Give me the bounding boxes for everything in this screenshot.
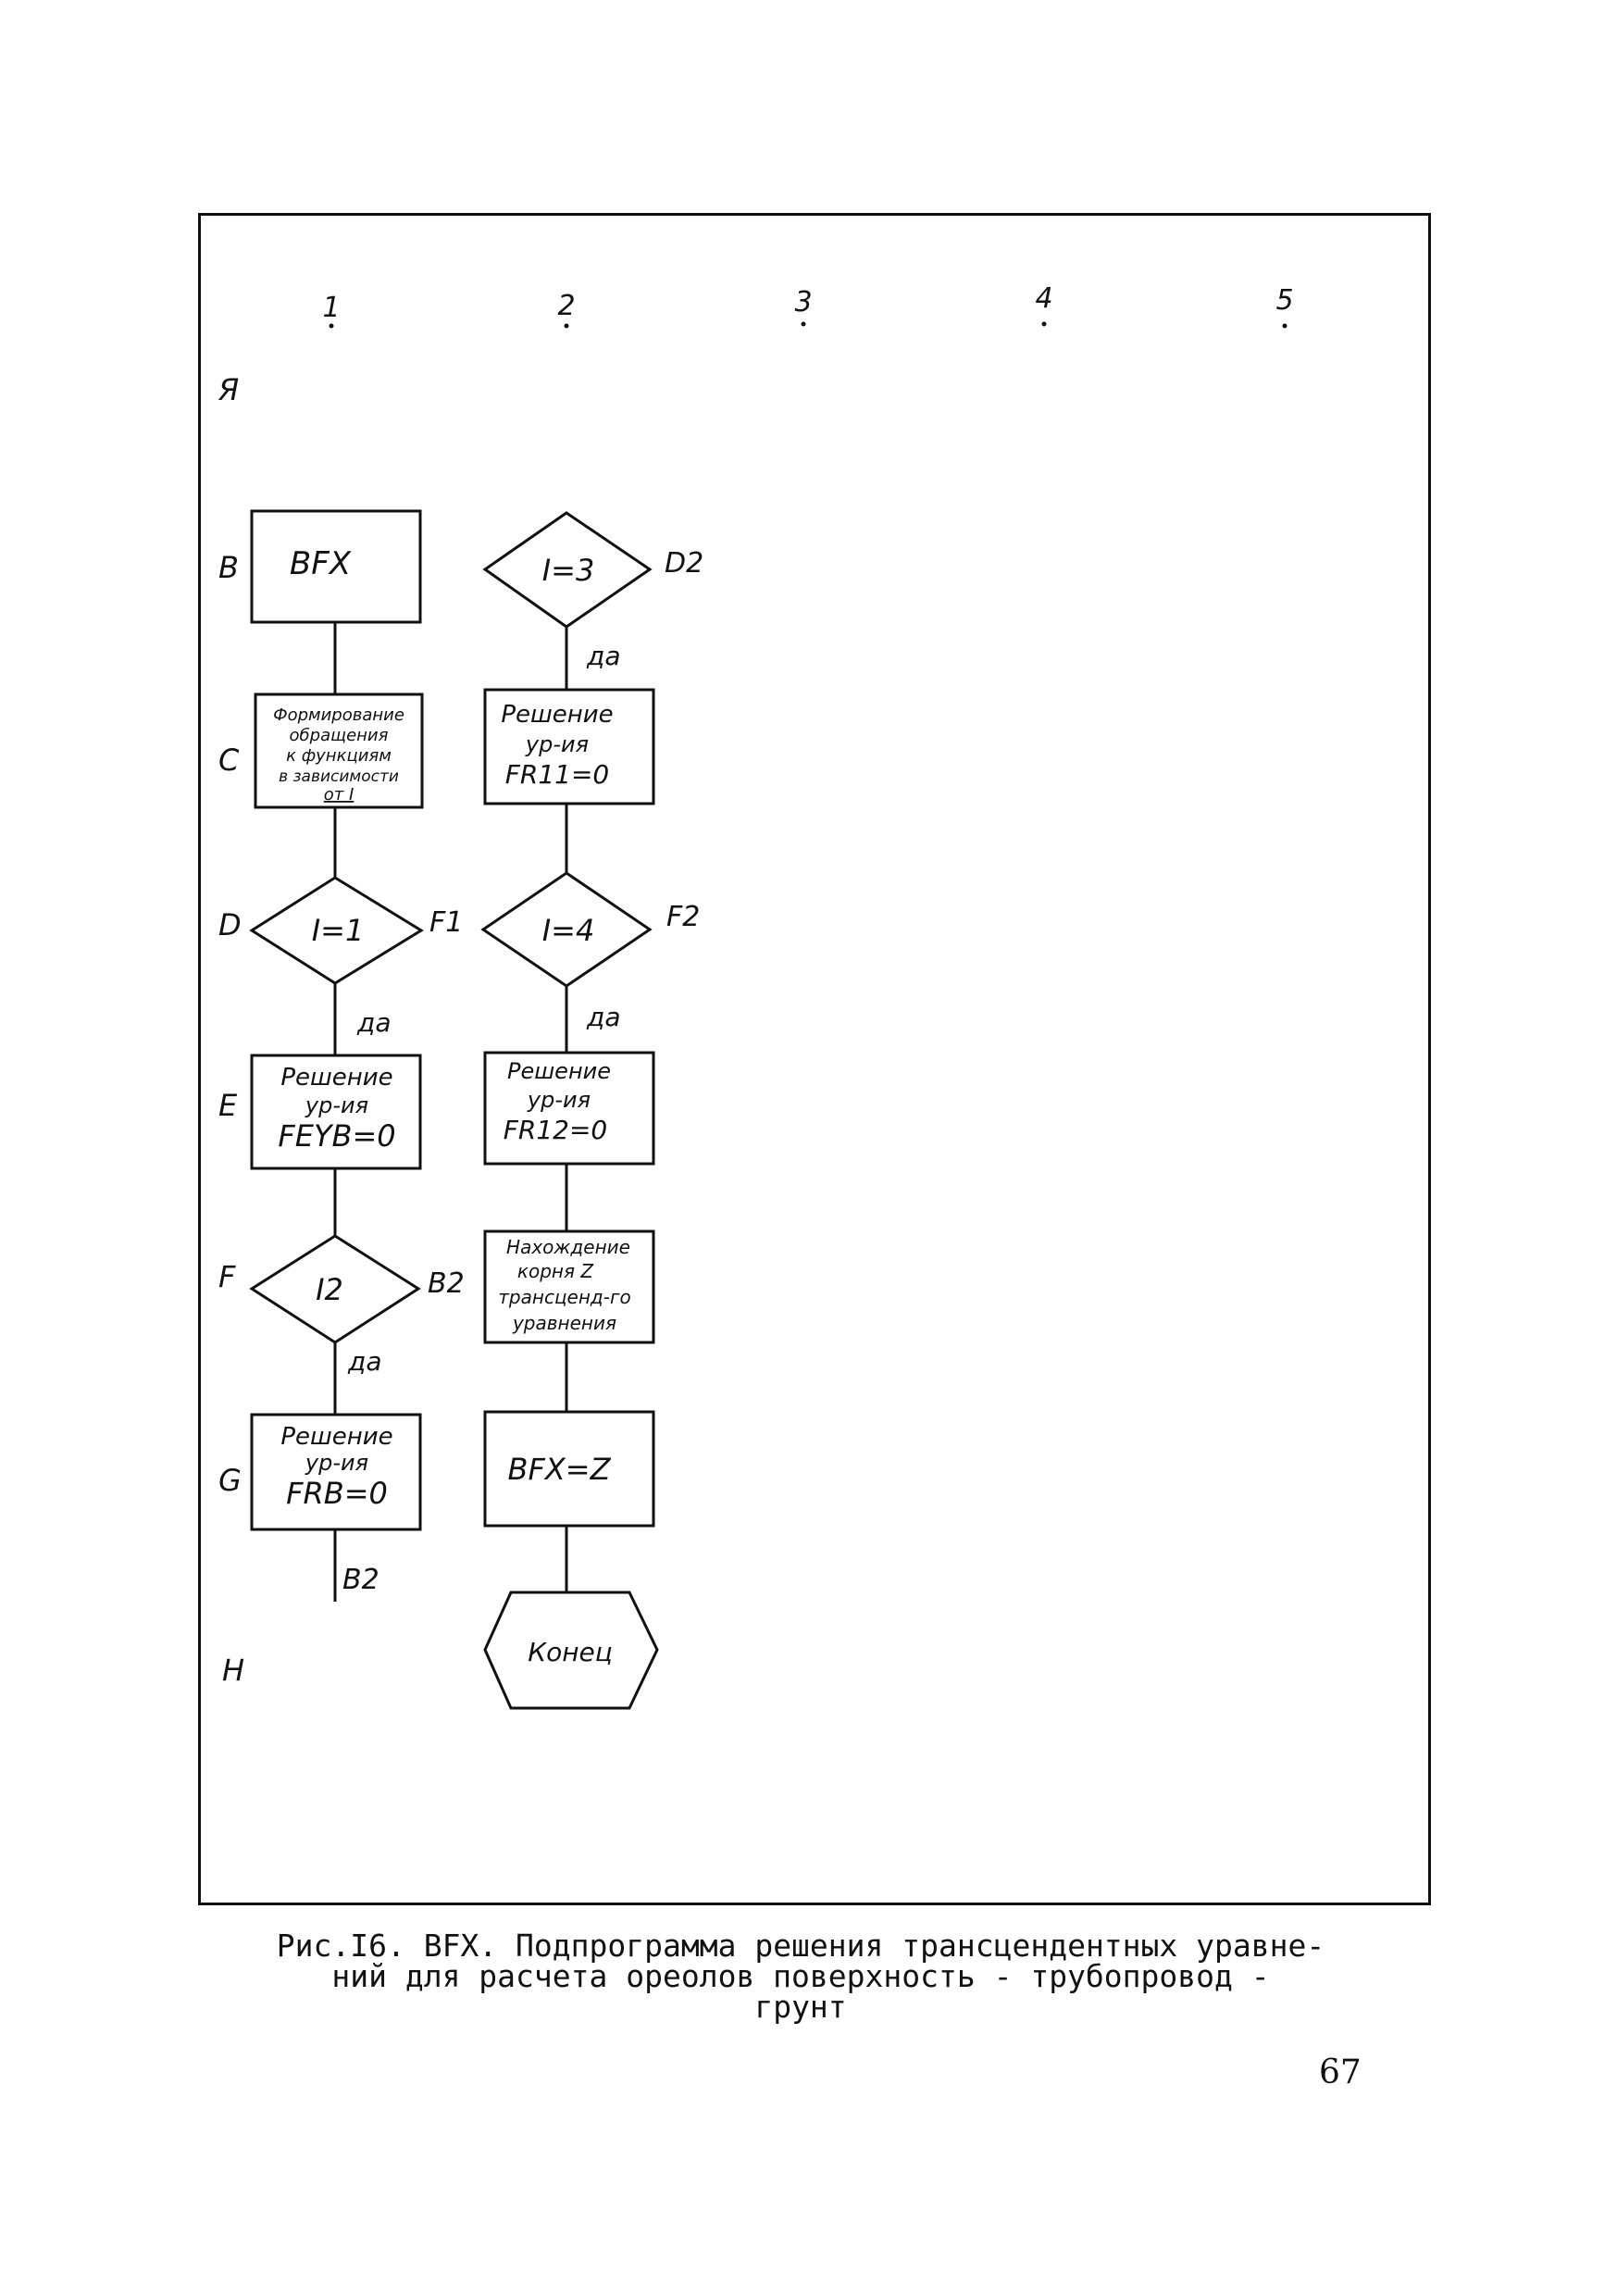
solve-feyb-line-2: ур-ия xyxy=(305,1092,368,1118)
decision-i-eq-1-label: I=1 xyxy=(312,913,365,948)
solve-frb-line-2: ур-ия xyxy=(305,1450,368,1476)
solve-frb-block xyxy=(250,1413,422,1531)
column-label-5: 5 xyxy=(1275,284,1293,317)
solve-fr11-line-3: FR11=0 xyxy=(505,759,609,790)
column-tick-5 xyxy=(1282,323,1287,329)
decision-i-eq-4-label: I=4 xyxy=(542,913,595,948)
decision-i2-yes: да xyxy=(347,1346,382,1377)
row-label-c: C xyxy=(218,742,240,778)
bfx-entry-label: BFX xyxy=(290,545,352,582)
row-label-h: H xyxy=(222,1653,244,1688)
column-tick-2 xyxy=(564,323,569,329)
decision-i2 xyxy=(249,1234,421,1344)
decision-i-eq-4-exit: F2 xyxy=(666,901,700,933)
decision-i2-label: I2 xyxy=(316,1272,343,1307)
call-formation-text: Формирование обращения к функциям в зави… xyxy=(273,705,404,805)
end-terminator xyxy=(483,1591,659,1710)
decision-i-eq-1-exit: F1 xyxy=(429,906,463,939)
row-labels: Я B C D E F G H xyxy=(218,372,244,1688)
column-headers: 1 2 3 4 5 xyxy=(322,282,1294,329)
figure-caption-line-3: грунт xyxy=(754,1989,847,2025)
figure-caption-line-1: Рис.I6. BFX. Подпрограмма решения трансц… xyxy=(276,1928,1325,1964)
call-formation-line-5: от I xyxy=(324,785,354,805)
solve-frb-line-1: Решение xyxy=(280,1423,392,1451)
row-label-e: E xyxy=(218,1088,238,1123)
assign-bfx-block xyxy=(483,1410,655,1528)
call-formation-block xyxy=(254,693,424,809)
find-root-line-3: трансценд-го xyxy=(498,1286,630,1308)
figure-caption: Рис.I6. BFX. Подпрограмма решения трансц… xyxy=(231,1930,1370,2022)
decision-i-eq-3 xyxy=(482,511,653,629)
column-label-2: 2 xyxy=(557,290,575,322)
decision-i-eq-4-yes: да xyxy=(586,1002,621,1032)
row-label-g: G xyxy=(218,1463,242,1498)
column-tick-4 xyxy=(1041,321,1047,327)
column-label-4: 4 xyxy=(1035,282,1052,315)
solve-frb-line-3: FRB=0 xyxy=(286,1476,388,1511)
call-formation-line-3: к функциям xyxy=(286,746,392,766)
column-tick-1 xyxy=(329,323,334,329)
bfx-entry-block xyxy=(250,509,422,624)
call-formation-line-1: Формирование xyxy=(273,705,404,725)
column-label-3: 3 xyxy=(794,286,812,318)
end-terminator-label: Конец xyxy=(528,1637,613,1667)
assign-bfx-label: BFX=Z xyxy=(507,1452,611,1487)
find-root-line-2: корня Z xyxy=(517,1260,594,1282)
solve-frb-out-connector: B2 xyxy=(342,1564,379,1596)
call-formation-line-2: обращения xyxy=(290,726,389,745)
find-root-line-4: уравнения xyxy=(512,1312,616,1334)
decision-i2-exit: B2 xyxy=(428,1267,465,1300)
diagram-frame xyxy=(198,213,1431,1905)
solve-feyb-block xyxy=(250,1054,422,1170)
row-label-d: D xyxy=(218,907,242,942)
decision-i-eq-1-yes: да xyxy=(356,1007,392,1038)
decision-i-eq-1 xyxy=(249,876,424,985)
page-number: 67 xyxy=(1319,2053,1362,2091)
column-tick-3 xyxy=(801,321,806,327)
decision-i-eq-3-exit: D2 xyxy=(665,547,703,580)
row-label-f: F xyxy=(218,1259,236,1294)
call-formation-line-4: в зависимости xyxy=(279,767,399,786)
solve-fr12-line-3: FR12=0 xyxy=(504,1115,607,1145)
solve-fr12-line-1: Решение xyxy=(507,1058,611,1084)
solve-feyb-line-1: Решение xyxy=(280,1064,392,1092)
solve-fr12-block xyxy=(483,1051,655,1166)
solve-fr11-line-1: Решение xyxy=(501,701,613,729)
column-label-1: 1 xyxy=(322,292,340,324)
find-root-line-1: Нахождение xyxy=(506,1236,630,1258)
decision-i-eq-3-label: I=3 xyxy=(542,553,595,588)
decision-i-eq-4 xyxy=(480,871,653,988)
solve-fr11-line-2: ур-ия xyxy=(525,731,589,757)
figure-caption-line-2: ний для расчета ореолов поверхность - тр… xyxy=(331,1958,1270,1994)
solve-feyb-line-3: FEYB=0 xyxy=(278,1118,395,1154)
find-root-block xyxy=(483,1229,655,1344)
solve-fr11-block xyxy=(483,688,655,805)
solve-fr12-line-2: ур-ия xyxy=(527,1087,591,1113)
row-label-b: B xyxy=(218,550,239,585)
decision-i-eq-3-yes: да xyxy=(586,641,621,671)
row-label-a: Я xyxy=(218,372,239,407)
